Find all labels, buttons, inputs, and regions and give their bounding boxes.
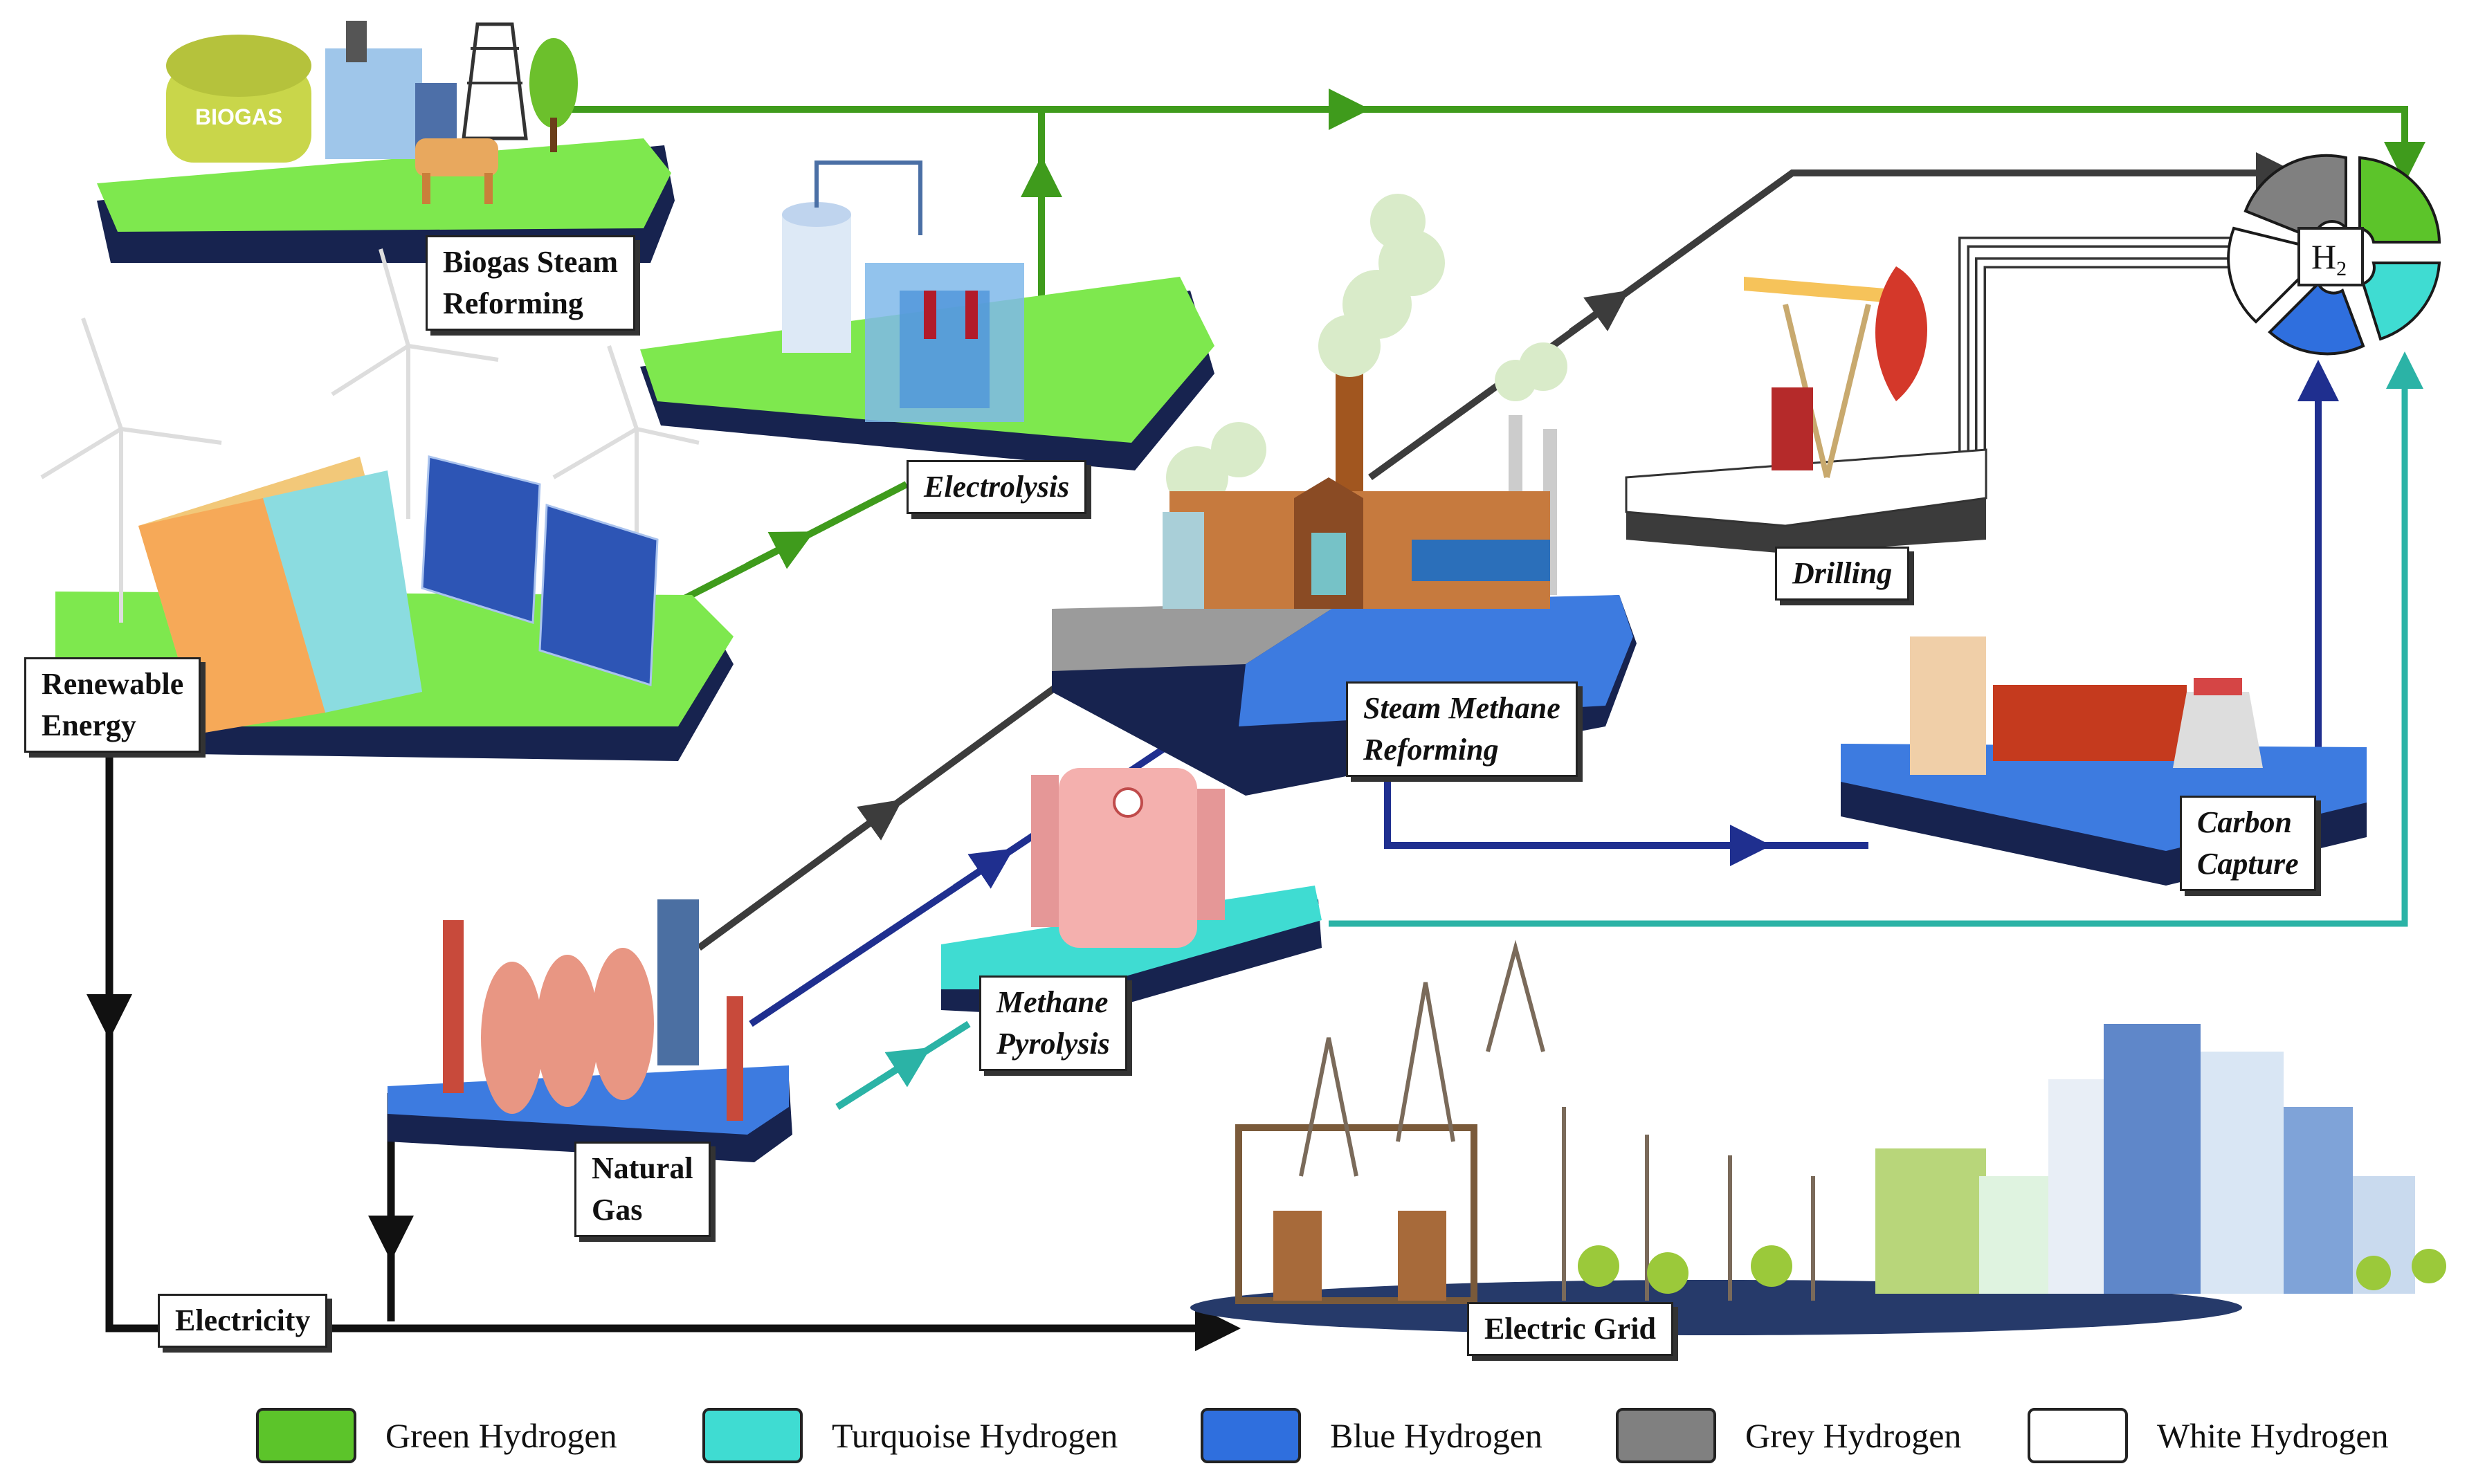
label-natural-gas: Natural Gas	[574, 1142, 711, 1237]
electrolysis-cylinder	[782, 214, 851, 353]
drilling-platform	[1625, 266, 1987, 553]
label-methane-pyrolysis: Methane Pyrolysis	[979, 975, 1127, 1071]
natural-gas-platform	[388, 899, 792, 1162]
label-carbon-capture: Carbon Capture	[2180, 796, 2316, 891]
grey-flow-naturalgas-arrow	[842, 799, 903, 845]
pyrolysis-platform	[941, 768, 1322, 1017]
pie-slice-green	[2358, 156, 2441, 244]
label-biogas-steam-reforming: Biogas Steam Reforming	[426, 235, 635, 331]
pie-slice-grey	[2243, 154, 2347, 241]
pumpjack	[1744, 277, 1910, 304]
label-electrolysis: Electrolysis	[907, 460, 1087, 514]
legend-swatch-white	[2028, 1408, 2128, 1463]
legend-swatch-grey	[1616, 1408, 1716, 1463]
label-electric-grid: Electric Grid	[1467, 1302, 1674, 1356]
legend-swatch-turquoise	[702, 1408, 803, 1463]
legend-item-turquoise: Turquoise Hydrogen	[702, 1404, 1118, 1467]
electricity-line-renewable	[105, 751, 1218, 1332]
grey-flow-smr	[1368, 170, 2273, 481]
pie-slice-blue	[2268, 281, 2365, 356]
legend-label: Turquoise Hydrogen	[832, 1416, 1118, 1455]
label-electricity: Electricity	[158, 1294, 328, 1348]
green-flow-biogas	[567, 106, 2425, 183]
legend-label: White Hydrogen	[2157, 1416, 2389, 1455]
legend-label: Green Hydrogen	[385, 1416, 617, 1455]
white-flow-inner	[1960, 239, 2242, 477]
flow-lines	[87, 89, 2425, 1351]
pie-slice-teal	[2361, 262, 2441, 341]
h2-box	[2297, 227, 2364, 286]
pyrolysis-reactor	[1059, 768, 1197, 948]
h2-label: H2	[2311, 237, 2347, 280]
hydrogen-pie	[2227, 154, 2441, 356]
grey-flow-smr-arrow1	[1569, 290, 1630, 336]
legend-item-white: White Hydrogen	[2028, 1404, 2389, 1467]
electrolysis-platform	[640, 161, 1214, 470]
teal-flow-pyrolysis	[1329, 351, 2423, 927]
label-drilling: Drilling	[1775, 547, 1910, 601]
biogas-platform: BIOGAS	[97, 21, 675, 263]
legend-label: Blue Hydrogen	[1330, 1416, 1542, 1455]
city-buildings	[1875, 1024, 2415, 1294]
electric-grid-scene	[1190, 940, 2446, 1335]
label-renewable-energy: Renewable Energy	[24, 657, 201, 753]
legend-item-green: Green Hydrogen	[256, 1404, 617, 1467]
solar-panels	[421, 455, 659, 687]
label-steam-methane-reforming: Steam Methane Reforming	[1346, 681, 1578, 777]
legend-item-grey: Grey Hydrogen	[1616, 1404, 1961, 1467]
white-flow-inner2	[1977, 259, 2242, 477]
biogas-tank-label: BIOGAS	[195, 104, 282, 129]
blue-flow-smr	[1384, 768, 1868, 849]
white-flow-outer	[1958, 237, 2242, 477]
legend-swatch-blue	[1201, 1408, 1301, 1463]
legend-swatch-green	[256, 1408, 356, 1463]
renewable-platform	[40, 248, 734, 761]
legend-item-blue: Blue Hydrogen	[1201, 1404, 1542, 1467]
carbon-capture-platform	[1841, 636, 2367, 886]
green-flow-renewable-arrow	[745, 531, 814, 569]
blue-flow-naturalgas-arrow	[953, 848, 1014, 891]
legend-label: Grey Hydrogen	[1745, 1416, 1962, 1455]
white-flow-outer2	[1975, 257, 2242, 477]
teal-flow-naturalgas-arrow	[877, 1047, 931, 1088]
